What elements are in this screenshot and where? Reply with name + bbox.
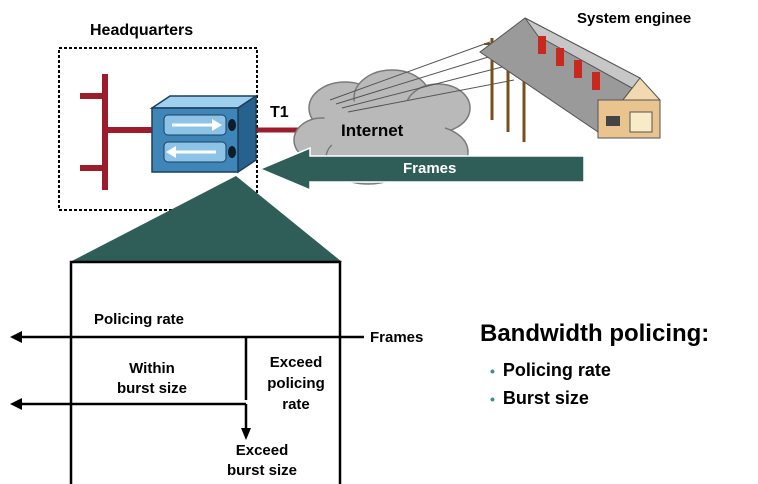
bullet-item: •Policing rate: [490, 360, 611, 380]
frames-arrow-label: Frames: [403, 160, 457, 177]
frames-input-label: Frames: [370, 329, 424, 346]
t1-label: T1: [270, 104, 289, 121]
power-lines: [329, 41, 515, 113]
bullet-item: •Burst size: [490, 388, 589, 408]
remote-site-label: System enginee: [577, 10, 692, 27]
internet-label: Internet: [341, 121, 404, 140]
bullet-dot-icon: •: [490, 391, 495, 407]
router-icon: [149, 94, 259, 174]
policing-flow: [18, 335, 364, 434]
exceed-burst-label: Exceed burst size: [226, 442, 298, 479]
exceed-arrowhead: [241, 428, 251, 440]
frames-arrow: [258, 146, 585, 192]
exceed-rate-label: Exceed policing rate: [267, 354, 325, 413]
remote-site-house: [479, 17, 661, 139]
output-arrowhead-burst: [10, 398, 22, 410]
bandwidth-policing-title: Bandwidth policing:: [480, 320, 710, 347]
bullet-dot-icon: •: [490, 363, 495, 379]
lan-bus: [80, 74, 152, 190]
zoom-triangle: [70, 176, 342, 262]
internet-cloud: [293, 69, 471, 185]
headquarters-label: Headquarters: [90, 22, 194, 39]
policing-rate-label: Policing rate: [94, 311, 185, 328]
output-arrowhead-conforming: [10, 331, 22, 343]
within-burst-label: Within burst size: [116, 360, 188, 397]
policer-box: [69, 260, 342, 484]
